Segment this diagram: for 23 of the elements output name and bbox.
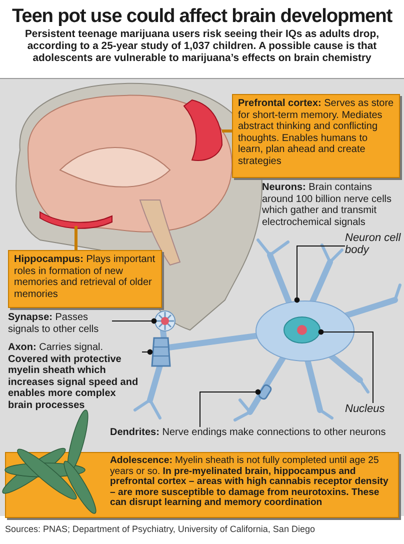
nucleus — [283, 316, 321, 344]
callout-text: Axon: Carries signal. Covered with protective myelin sheath which increases signal speed and enables more complex brain processes — [8, 342, 142, 414]
callout-text: Nucleus — [345, 403, 402, 417]
leader-line — [142, 349, 153, 355]
title: Teen pot use could affect brain development — [10, 6, 394, 28]
callout-text: Neuron cell body — [345, 232, 402, 260]
leader-line — [318, 329, 374, 404]
callout-text: Dendrites: Nerve endings make connections to other neurons — [110, 427, 390, 453]
subtitle: Persistent teenage marijuana users risk seeing their IQs as adults drop, according to a 25-year study of 1,037 children. A possible cause is that adolescents are vulnerable to marijuana’s effects on brain chemistry — [24, 29, 380, 65]
cell-body — [255, 300, 355, 362]
source-note: Sources: PNAS; Department of Psychiatry, University of California, San Diego — [5, 524, 315, 534]
leader-line — [200, 389, 261, 428]
leader-line — [294, 246, 346, 303]
brain-region — [184, 100, 222, 162]
synapse-terminal — [154, 310, 176, 332]
axon-segment — [150, 338, 172, 366]
neurons-text: Neurons: Brain contains around 100 billion nerve cells which gather and transmit electrochemical signals — [262, 182, 393, 228]
callout-box: Prefrontal cortex: Serves as store for short-term memory. Mediates abstract thinking and conflicting thoughts. Enables humans to learn, plan ahead and create strategies — [232, 94, 400, 178]
dendrite-branch — [258, 384, 272, 400]
callout-box: Hippocampus: Plays important roles in formation of new memories and retrieval of older memories — [8, 250, 162, 308]
leader-line — [112, 318, 157, 324]
callout-text: Synapse: Passes signals to other cells — [8, 312, 112, 338]
adolescence-note: Adolescence: Myelin sheath is not fully completed until age 25 years or so. In pre-myelinated brain, hippocampus and prefrontal cortex – areas with high cannabis receptor density – are more susceptible to damage from neurotoxins. These can disrupt learning and memory coordination — [5, 452, 399, 518]
